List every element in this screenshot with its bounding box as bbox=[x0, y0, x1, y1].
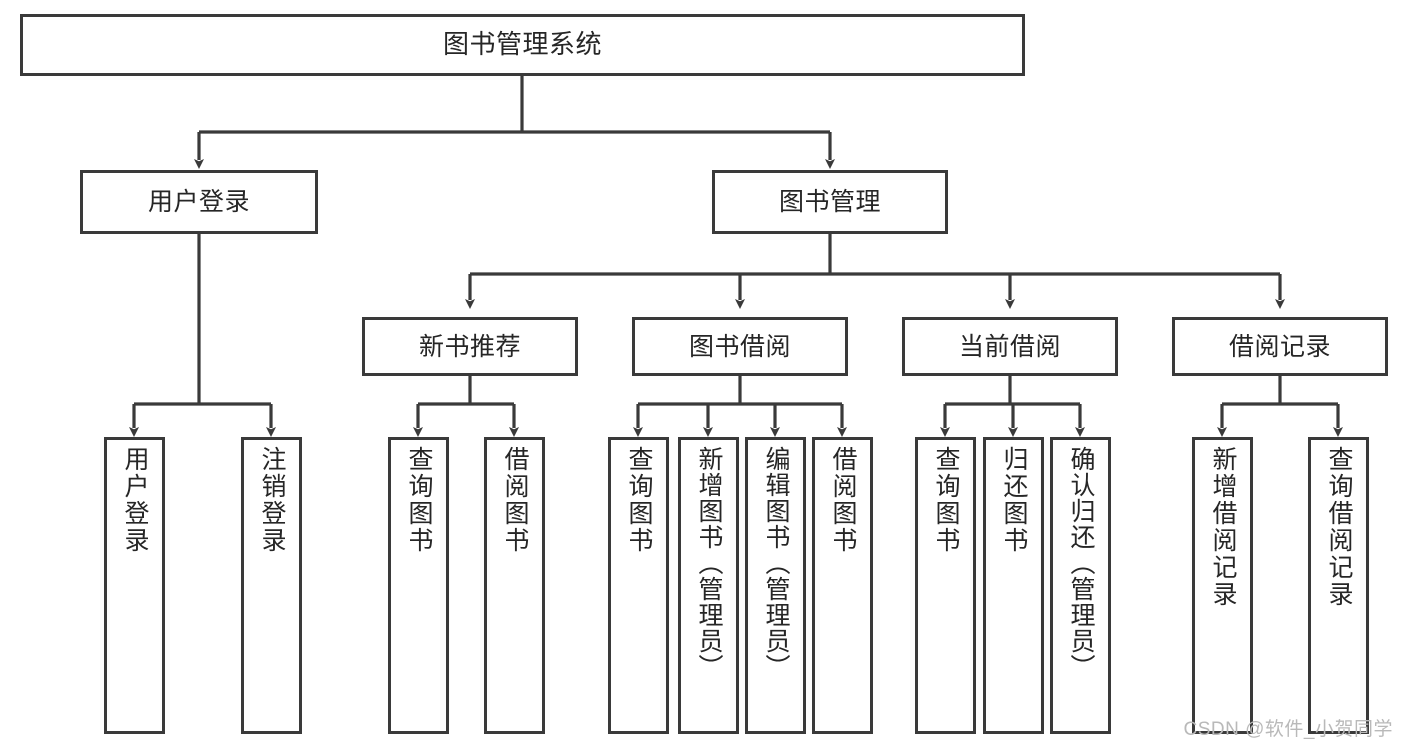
leaf-user-login-signout-label: 注销登录 bbox=[258, 446, 286, 554]
node-user-login-label: 用户登录 bbox=[147, 188, 250, 216]
leaf-current-borrow-confirm-return-label: 确认归还（管理员） bbox=[1067, 446, 1095, 680]
leaf-new-book-borrow-label: 借阅图书 bbox=[501, 446, 529, 554]
leaf-borrow-record-add[interactable]: 新增借阅记录 bbox=[1192, 437, 1253, 734]
node-root-system[interactable]: 图书管理系统 bbox=[20, 14, 1025, 76]
leaf-borrow-record-add-label: 新增借阅记录 bbox=[1209, 446, 1237, 608]
leaf-book-borrow-query[interactable]: 查询图书 bbox=[608, 437, 669, 734]
node-root-label: 图书管理系统 bbox=[442, 29, 602, 60]
leaf-book-borrow-edit[interactable]: 编辑图书（管理员） bbox=[745, 437, 806, 734]
watermark-csdn: CSDN @软件_小贺同学 bbox=[1183, 719, 1393, 740]
leaf-book-borrow-borrow-label: 借阅图书 bbox=[829, 446, 857, 554]
node-user-login[interactable]: 用户登录 bbox=[80, 170, 318, 234]
leaf-user-login-signin[interactable]: 用户登录 bbox=[104, 437, 165, 734]
node-borrow-record-label: 借阅记录 bbox=[1228, 332, 1331, 361]
leaf-user-login-signout[interactable]: 注销登录 bbox=[241, 437, 302, 734]
leaf-current-borrow-return-label: 归还图书 bbox=[1000, 446, 1028, 554]
node-book-borrow[interactable]: 图书借阅 bbox=[632, 317, 848, 376]
node-current-borrow[interactable]: 当前借阅 bbox=[902, 317, 1118, 376]
leaf-current-borrow-query-label: 查询图书 bbox=[932, 446, 960, 554]
leaf-current-borrow-return[interactable]: 归还图书 bbox=[983, 437, 1044, 734]
leaf-book-borrow-add[interactable]: 新增图书（管理员） bbox=[678, 437, 739, 734]
leaf-book-borrow-add-label: 新增图书（管理员） bbox=[695, 446, 723, 680]
leaf-book-borrow-borrow[interactable]: 借阅图书 bbox=[812, 437, 873, 734]
leaf-book-borrow-query-label: 查询图书 bbox=[625, 446, 653, 554]
leaf-current-borrow-confirm-return[interactable]: 确认归还（管理员） bbox=[1050, 437, 1111, 734]
leaf-new-book-borrow[interactable]: 借阅图书 bbox=[484, 437, 545, 734]
node-book-management-label: 图书管理 bbox=[778, 188, 881, 216]
leaf-new-book-query-label: 查询图书 bbox=[405, 446, 433, 554]
node-borrow-record[interactable]: 借阅记录 bbox=[1172, 317, 1388, 376]
leaf-book-borrow-edit-label: 编辑图书（管理员） bbox=[762, 446, 790, 680]
node-current-borrow-label: 当前借阅 bbox=[958, 332, 1061, 361]
node-new-book-recommend[interactable]: 新书推荐 bbox=[362, 317, 578, 376]
node-book-borrow-label: 图书借阅 bbox=[688, 332, 791, 361]
leaf-borrow-record-query[interactable]: 查询借阅记录 bbox=[1308, 437, 1369, 734]
leaf-new-book-query[interactable]: 查询图书 bbox=[388, 437, 449, 734]
node-book-management[interactable]: 图书管理 bbox=[712, 170, 948, 234]
node-new-book-recommend-label: 新书推荐 bbox=[418, 332, 521, 361]
leaf-borrow-record-query-label: 查询借阅记录 bbox=[1325, 446, 1353, 608]
leaf-current-borrow-query[interactable]: 查询图书 bbox=[915, 437, 976, 734]
leaf-user-login-signin-label: 用户登录 bbox=[121, 446, 149, 554]
